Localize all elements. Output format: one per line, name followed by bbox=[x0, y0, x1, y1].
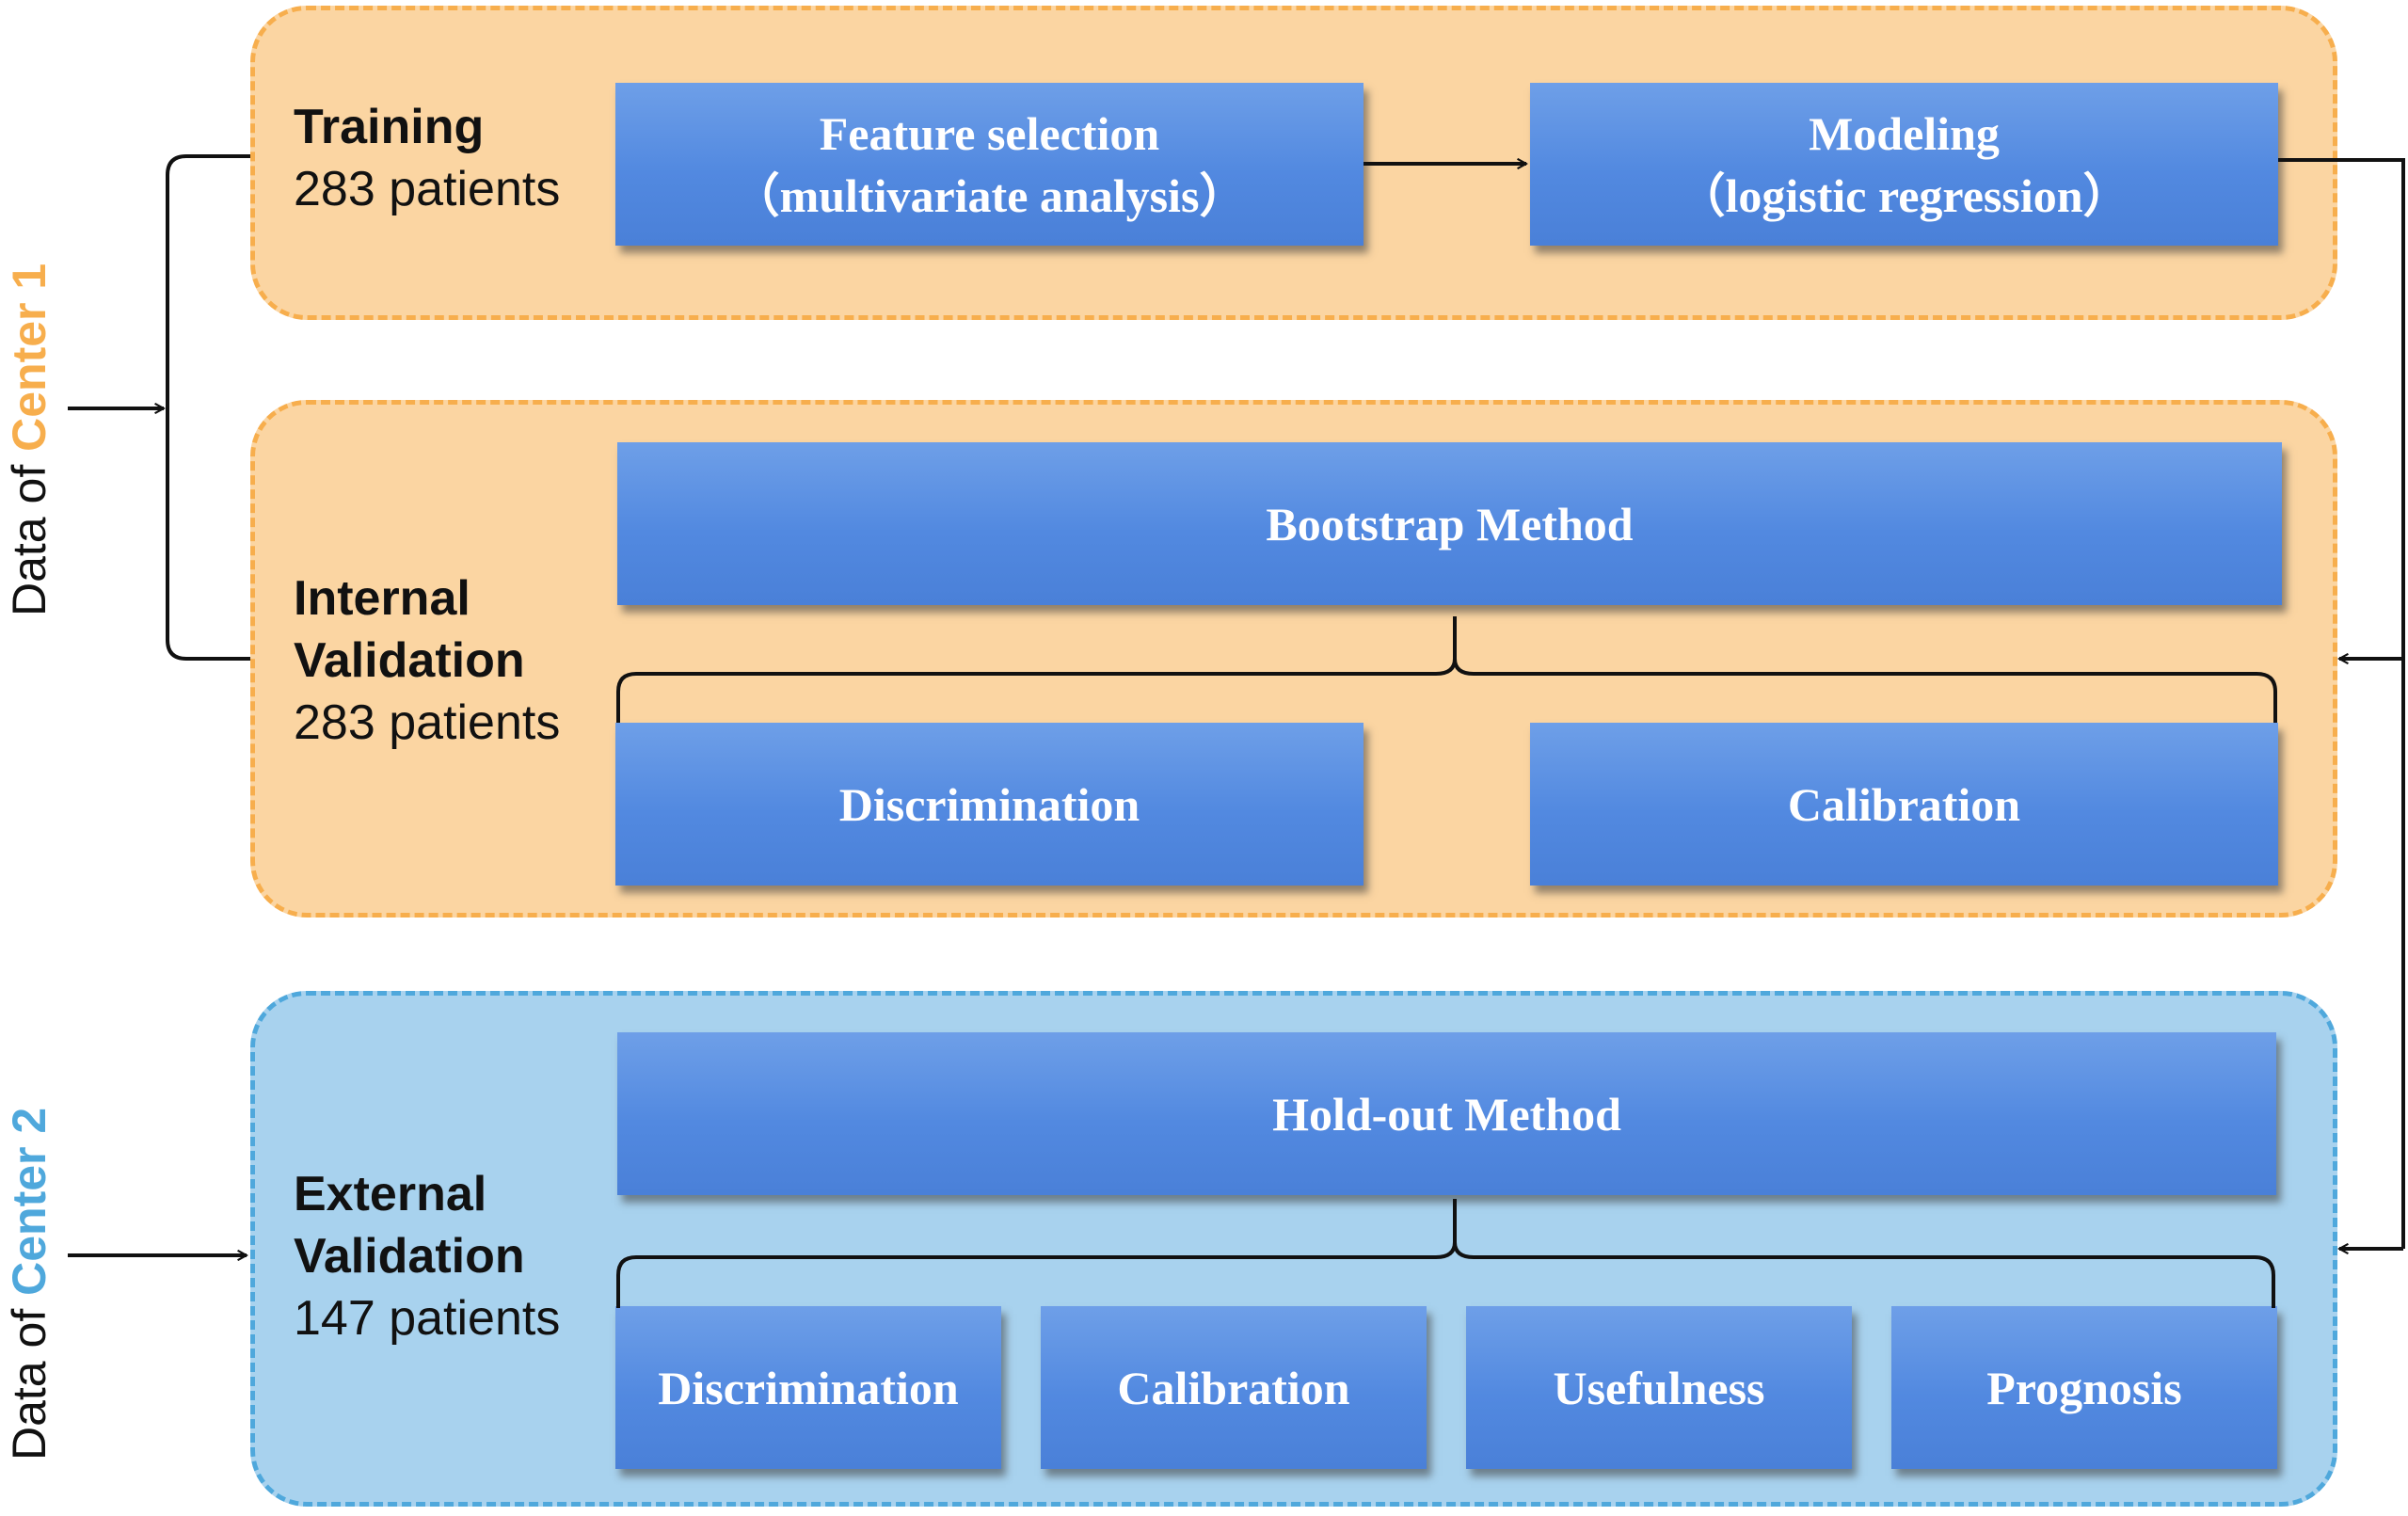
external-title-line2: Validation bbox=[294, 1229, 525, 1284]
center2-side-label: Data of Center 2 bbox=[2, 1108, 56, 1460]
internal-brace bbox=[616, 616, 2277, 723]
feature-selection-line1: Feature selection bbox=[819, 106, 1160, 160]
internal-title-line1: Internal bbox=[294, 571, 470, 626]
center1-bracket bbox=[166, 154, 250, 661]
holdout-method-box: Hold-out Method bbox=[617, 1032, 2276, 1195]
modeling-line2: （logistic regression） bbox=[1678, 168, 2130, 222]
modeling-line1: Modeling bbox=[1809, 106, 2000, 160]
center1-side-label: Data of Center 1 bbox=[2, 263, 56, 616]
center2-prefix: Data of bbox=[3, 1295, 56, 1460]
external-brace bbox=[616, 1199, 2275, 1308]
external-usefulness-box: Usefulness bbox=[1466, 1306, 1852, 1469]
holdout-method-label: Hold-out Method bbox=[1272, 1087, 1621, 1141]
training-label: Training 283 patients bbox=[294, 96, 560, 220]
internal-validation-label: Internal Validation 283 patients bbox=[294, 567, 560, 754]
external-discrimination-label: Discrimination bbox=[658, 1361, 959, 1414]
feature-selection-box: Feature selection （multivariate analysis… bbox=[615, 83, 1363, 246]
modeling-output-line bbox=[2278, 158, 2405, 1249]
external-prognosis-box: Prognosis bbox=[1891, 1306, 2277, 1469]
external-prognosis-label: Prognosis bbox=[1986, 1361, 2182, 1414]
training-count: 283 patients bbox=[294, 162, 561, 216]
center2-highlight: Center 2 bbox=[3, 1107, 56, 1296]
external-validation-label: External Validation 147 patients bbox=[294, 1163, 560, 1349]
internal-discrimination-label: Discrimination bbox=[838, 777, 1140, 831]
internal-title-line2: Validation bbox=[294, 633, 525, 688]
internal-calibration-label: Calibration bbox=[1787, 777, 2021, 831]
internal-calibration-box: Calibration bbox=[1530, 723, 2278, 886]
external-discrimination-box: Discrimination bbox=[615, 1306, 1001, 1469]
center1-highlight: Center 1 bbox=[3, 263, 56, 452]
external-title-line1: External bbox=[294, 1167, 487, 1221]
external-usefulness-label: Usefulness bbox=[1553, 1361, 1765, 1414]
bootstrap-method-label: Bootstrap Method bbox=[1266, 497, 1634, 551]
modeling-box: Modeling （logistic regression） bbox=[1530, 83, 2278, 246]
external-calibration-label: Calibration bbox=[1117, 1361, 1350, 1414]
external-calibration-box: Calibration bbox=[1041, 1306, 1427, 1469]
center1-prefix: Data of bbox=[3, 451, 56, 616]
internal-count: 283 patients bbox=[294, 695, 561, 750]
internal-discrimination-box: Discrimination bbox=[615, 723, 1363, 886]
external-count: 147 patients bbox=[294, 1291, 561, 1346]
bootstrap-method-box: Bootstrap Method bbox=[617, 442, 2282, 605]
training-title: Training bbox=[294, 100, 485, 154]
feature-selection-line2: （multivariate analysis） bbox=[732, 168, 1247, 222]
